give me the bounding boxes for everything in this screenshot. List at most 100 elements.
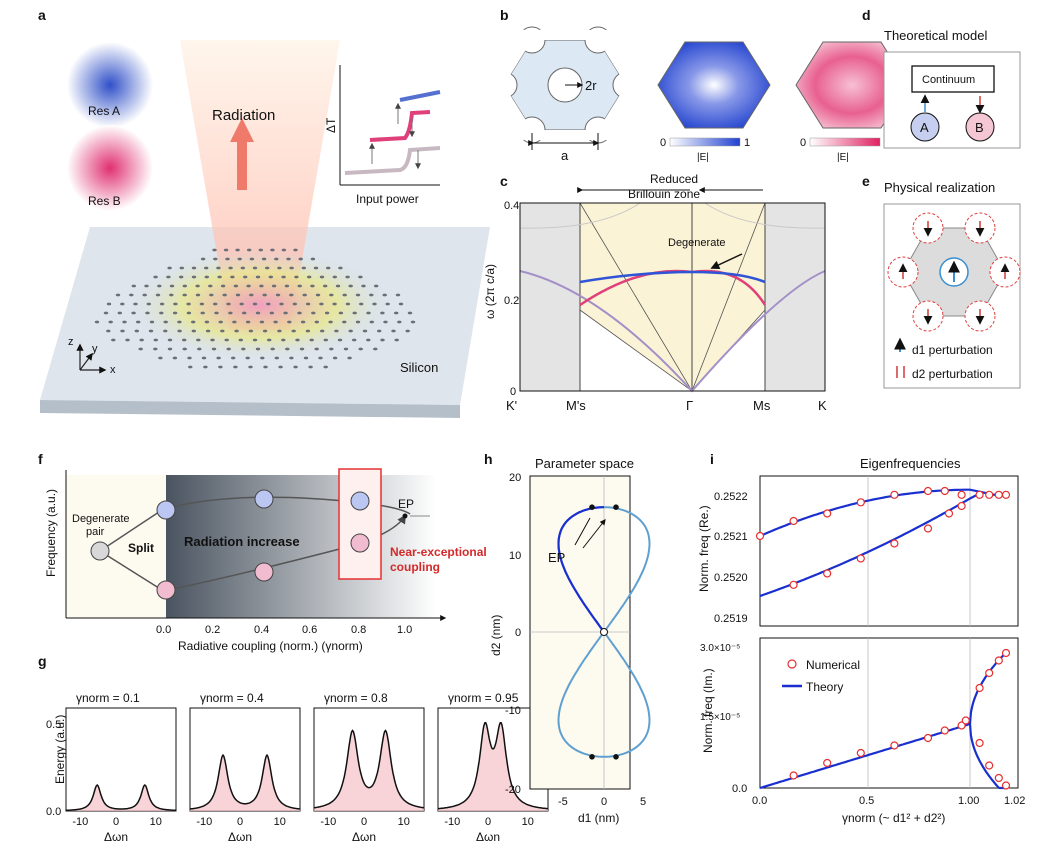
e-title: Physical realization (884, 180, 995, 195)
corner-holes (490, 26, 640, 144)
hole (225, 257, 230, 261)
hole (163, 329, 168, 333)
hole (299, 347, 305, 351)
hole (134, 329, 139, 333)
hole (284, 284, 290, 288)
svg-text:0: 0 (510, 386, 516, 398)
svg-text:d2 (nm): d2 (nm) (489, 615, 503, 656)
panel-e-label: e (862, 173, 870, 189)
hole (359, 302, 364, 306)
hole (237, 257, 242, 261)
panel-f: f Frequency (a.u.) EP Degenerate pair Sp… (38, 451, 487, 653)
hole (158, 356, 163, 360)
hole (310, 284, 315, 288)
hole (307, 275, 312, 279)
hole (232, 320, 237, 324)
spectrum-line (437, 721, 549, 810)
svg-text:1.02: 1.02 (1004, 795, 1025, 807)
hole (286, 257, 291, 261)
hole (187, 356, 192, 360)
hole (217, 275, 222, 279)
panel-b-label: b (500, 7, 509, 23)
hole (159, 302, 165, 306)
hole (266, 302, 271, 306)
hole (355, 320, 361, 324)
hole (195, 284, 200, 288)
continuum-box (911, 65, 995, 93)
hole (297, 311, 302, 315)
panel-i: i Eigenfrequencies 0.2522 0.2521 0.2520 … (697, 451, 1025, 825)
res-a-label: Res A (88, 104, 120, 118)
hole (248, 329, 254, 333)
svg-text:0.2521: 0.2521 (714, 531, 748, 543)
svg-text:0.2: 0.2 (504, 295, 519, 307)
hole (247, 248, 252, 252)
hole (274, 356, 279, 360)
hole (224, 338, 229, 342)
res-b-mode (67, 125, 153, 211)
hole (222, 293, 227, 297)
svg-text:0.2520: 0.2520 (714, 572, 748, 584)
im-numerical-point (1001, 648, 1011, 658)
svg-text:|E|: |E| (837, 152, 849, 163)
svg-text:B: B (975, 120, 984, 135)
hole (337, 338, 343, 342)
svg-text:Near-exceptional: Near-exceptional (390, 545, 487, 559)
hole (323, 338, 328, 342)
hole (111, 338, 116, 342)
hole (216, 356, 221, 360)
hole (319, 275, 325, 279)
radiation-arrow-head (230, 118, 254, 142)
hole (249, 293, 254, 297)
svg-text:ΔT: ΔT (324, 117, 338, 133)
hole (369, 320, 374, 324)
svg-text:-5: -5 (558, 796, 568, 808)
svg-text:Radiative coupling (norm.) (γn: Radiative coupling (norm.) (γnorm) (178, 639, 363, 653)
svg-text:Radiation increase: Radiation increase (184, 534, 300, 549)
hole (220, 329, 225, 333)
hole (108, 320, 113, 324)
hole (167, 266, 172, 270)
field-b-cell (795, 41, 909, 129)
hole (275, 293, 281, 297)
hole (329, 347, 334, 351)
hole (380, 311, 385, 315)
panel-f-label: f (38, 451, 43, 467)
hole (186, 302, 191, 306)
re-numerical-point (856, 554, 865, 563)
hole (361, 284, 366, 288)
hole (293, 365, 298, 369)
svg-text:0.5: 0.5 (46, 719, 61, 731)
re-numerical-point (940, 486, 949, 496)
hole (283, 311, 288, 315)
svg-text:Theory: Theory (806, 680, 843, 694)
re-numerical-point (923, 486, 933, 496)
ep-point (613, 504, 619, 511)
hole (246, 284, 251, 288)
hole (355, 293, 361, 297)
hole (335, 284, 341, 288)
hole (395, 293, 401, 297)
svg-text:0.8: 0.8 (351, 624, 366, 636)
svg-text:z: z (68, 336, 74, 348)
im-numerical-point (961, 716, 970, 725)
hole (173, 302, 178, 306)
svg-text:-10: -10 (444, 816, 460, 828)
hole (314, 320, 319, 324)
lattice-label: a (561, 148, 569, 163)
panel-c: c Reduced Brillouin zone Degenerate 0.4 … (483, 172, 827, 413)
hole (157, 284, 162, 288)
hole (309, 338, 314, 342)
im-numerical-point (985, 761, 994, 770)
hole (323, 284, 328, 288)
res-b-label: Res B (88, 194, 121, 208)
hole (398, 302, 404, 306)
svg-text:Numerical: Numerical (806, 658, 860, 672)
svg-text:|E|: |E| (697, 152, 709, 163)
c-ylabel: ω (2π c/a) (483, 264, 497, 319)
hole (248, 365, 253, 369)
eigenfrequency-curves (755, 486, 1011, 790)
hole (120, 302, 125, 306)
panel-i-label: i (710, 451, 714, 467)
radiation-label: Radiation (212, 107, 275, 124)
